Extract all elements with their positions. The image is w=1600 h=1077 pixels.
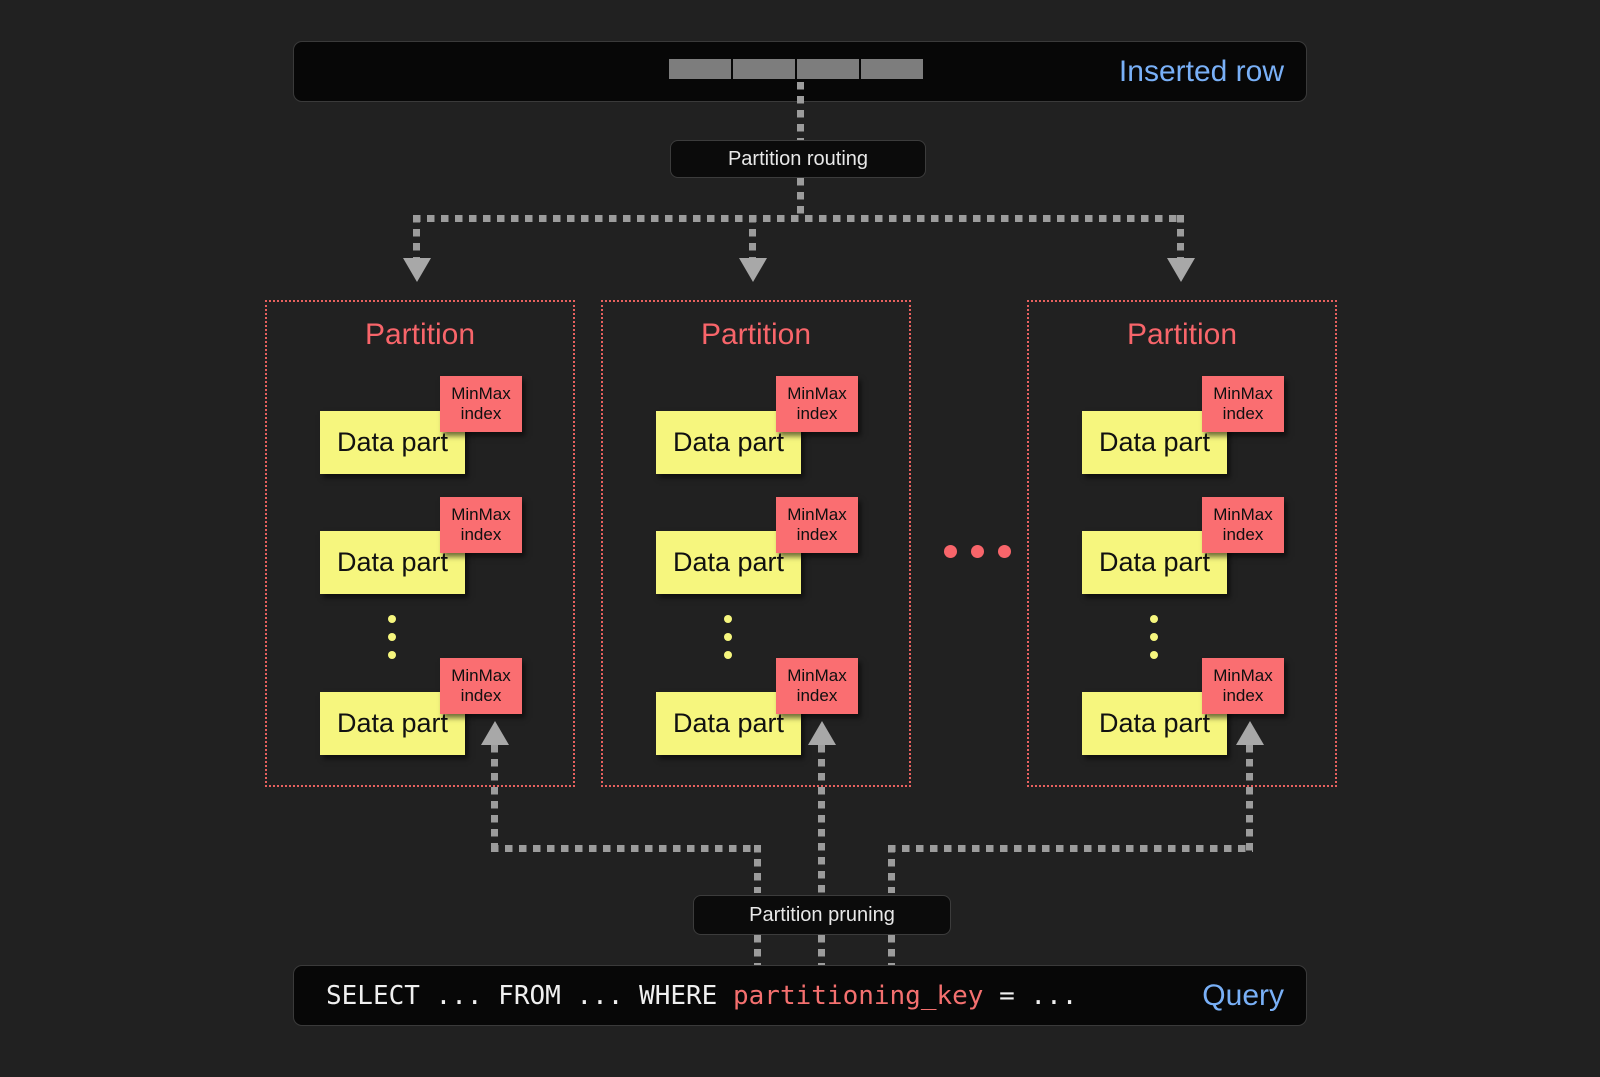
query-partitioning-key: partitioning_key [733,980,984,1011]
minmax-index-label: MinMax index [451,504,511,544]
minmax-index-box: MinMax index [440,658,522,714]
minmax-index-label: MinMax index [787,383,847,423]
partition-routing-chip[interactable]: Partition routing [670,140,926,178]
minmax-index-label: MinMax index [451,383,511,423]
connector-routing-down [797,178,804,218]
partition-title: Partition [1126,318,1238,351]
data-part-label: Data part [672,708,785,738]
ellipsis-dot [1150,615,1158,623]
minmax-index-label: MinMax index [787,504,847,544]
ellipsis-dot [971,545,984,558]
connector-pruning-to-query-center [818,935,825,965]
connector-fanout-bus [413,215,1184,222]
partition-routing-label: Partition routing [727,147,869,170]
data-part-label: Data part [1098,547,1211,577]
row-cell [733,59,795,79]
ellipsis-dot [724,633,732,641]
ellipsis-dot [388,615,396,623]
minmax-index-box: MinMax index [776,376,858,432]
minmax-index-label: MinMax index [451,665,511,705]
data-part-label: Data part [336,547,449,577]
data-part-ellipsis [1150,615,1158,659]
data-part-label: Data part [1098,427,1211,457]
ellipsis-dot [388,651,396,659]
minmax-index-box: MinMax index [440,376,522,432]
ellipsis-dot [724,651,732,659]
connector-pruning-to-query-right [888,935,895,965]
data-part-label: Data part [672,547,785,577]
data-part-label: Data part [1098,708,1211,738]
minmax-index-label: MinMax index [1213,383,1273,423]
partition-1: Partition MinMax index Data part MinMax … [265,300,575,787]
arrow-down-partition-2 [739,258,767,282]
arrow-down-partition-3 [1167,258,1195,282]
connector-drop-partition-3 [1177,215,1184,260]
inserted-row-cells [669,59,923,79]
query-bar: SELECT ... FROM ... WHERE partitioning_k… [293,965,1307,1026]
data-part-label: Data part [336,427,449,457]
ellipsis-dot [944,545,957,558]
minmax-index-box: MinMax index [776,497,858,553]
query-suffix: = ... [983,980,1078,1011]
connector-prune-partition-1-drop [754,845,761,893]
connector-prune-partition-1-horz [491,845,761,852]
partition-pruning-label: Partition pruning [749,903,895,926]
ellipsis-dot [1150,633,1158,641]
minmax-index-box: MinMax index [1202,497,1284,553]
row-cell [669,59,731,79]
row-cell [797,59,859,79]
minmax-index-box: MinMax index [776,658,858,714]
connector-pruning-to-query-left [754,935,761,965]
connector-drop-partition-1 [413,215,420,260]
query-text: SELECT ... FROM ... WHERE partitioning_k… [326,981,1077,1011]
minmax-index-box: MinMax index [1202,658,1284,714]
arrow-down-partition-1 [403,258,431,282]
arrow-up-partition-1 [481,721,509,745]
partition-ellipsis [944,545,1011,558]
minmax-index-label: MinMax index [1213,504,1273,544]
connector-row-to-routing [797,82,804,140]
minmax-index-label: MinMax index [787,665,847,705]
minmax-index-box: MinMax index [1202,376,1284,432]
connector-prune-partition-2-vert [818,745,825,893]
query-prefix: SELECT ... FROM ... WHERE [326,980,733,1011]
connector-prune-partition-1-vert [491,745,498,852]
partition-title: Partition [364,318,476,351]
inserted-row-label: Inserted row [1118,54,1284,88]
data-part-box: Data part [320,411,465,474]
data-part-ellipsis [388,615,396,659]
row-cell [861,59,923,79]
data-part-label: Data part [672,427,785,457]
partition-2: Partition MinMax index Data part MinMax … [601,300,911,787]
minmax-index-label: MinMax index [1213,665,1273,705]
connector-drop-partition-2 [749,215,756,260]
data-part-label: Data part [336,708,449,738]
partition-3: Partition MinMax index Data part MinMax … [1027,300,1337,787]
ellipsis-dot [1150,651,1158,659]
arrow-up-partition-3 [1236,721,1264,745]
data-part-ellipsis [724,615,732,659]
ellipsis-dot [388,633,396,641]
connector-prune-partition-3-horz [888,845,1253,852]
ellipsis-dot [724,615,732,623]
ellipsis-dot [998,545,1011,558]
arrow-up-partition-2 [808,721,836,745]
partition-title: Partition [700,318,812,351]
query-label: Query [1202,978,1284,1012]
partition-pruning-chip[interactable]: Partition pruning [693,895,951,935]
connector-prune-partition-3-drop [888,845,895,893]
minmax-index-box: MinMax index [440,497,522,553]
connector-prune-partition-3-vert [1246,745,1253,852]
